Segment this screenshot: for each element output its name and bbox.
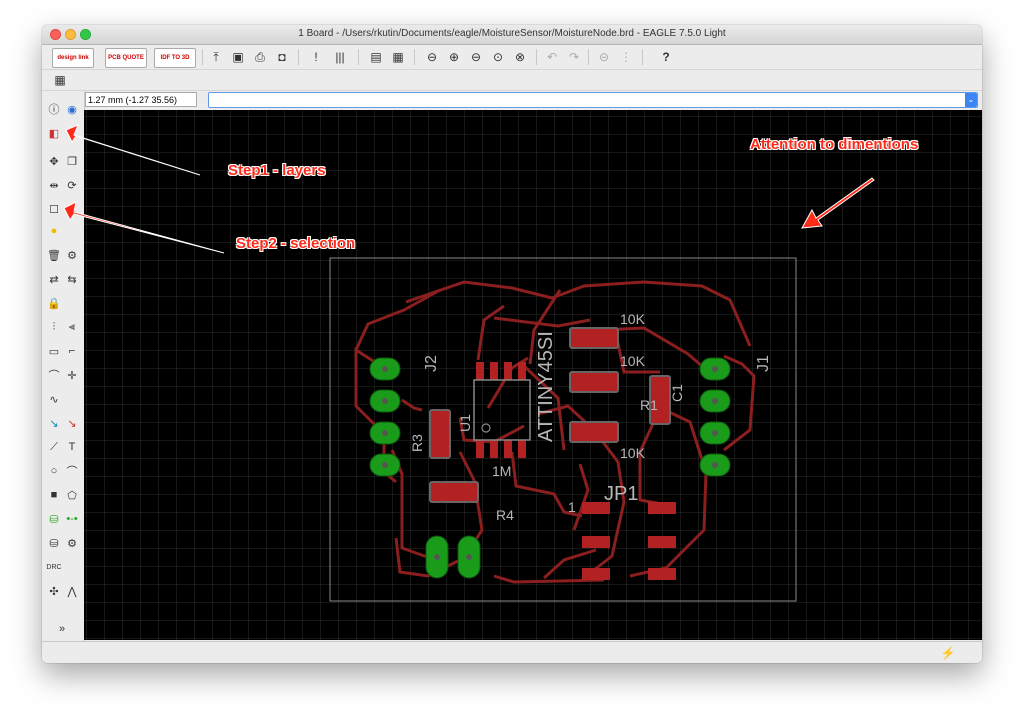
lock2-icon[interactable]: 🔒 [47, 297, 61, 310]
label-jp1: JP1 [604, 483, 638, 505]
zoom-out-icon[interactable]: ⊖ [470, 50, 482, 64]
show-icon[interactable]: ◉ [67, 103, 77, 116]
attribute-icon[interactable]: ⚙ [67, 537, 77, 550]
miter-icon[interactable]: ⌐ [68, 345, 76, 357]
replace-icon[interactable]: ⇄ [49, 273, 59, 286]
label-c1: C1 [669, 384, 685, 402]
silkscreen-labels: 10K 10K R1 10K 1M R4 JP1 1 J2 J1 C1 ATTI… [409, 311, 772, 523]
through-hole-pads [369, 357, 731, 579]
annotation-step2: Step2 - selection [236, 235, 356, 252]
circle-icon[interactable]: ○ [50, 465, 58, 477]
grid-toolbar: ▦ [42, 70, 982, 91]
wire-icon[interactable]: ⟋ [50, 440, 58, 453]
undo-icon[interactable]: ↶ [546, 50, 558, 64]
ulp-icon[interactable]: ||| [335, 50, 345, 64]
minimize-button[interactable] [65, 29, 76, 40]
command-input[interactable]: ⌄ [208, 92, 978, 108]
help-icon[interactable]: ? [662, 50, 670, 64]
route-icon[interactable]: ↘ [49, 417, 59, 430]
eagle-window: 1 Board - /Users/rkutin/Documents/eagle/… [42, 25, 982, 663]
label-r2b: 10K [620, 353, 646, 369]
board-drawing: 10K 10K R1 10K 1M R4 JP1 1 J2 J1 C1 ATTI… [84, 110, 982, 640]
expand-icon[interactable]: » [58, 623, 66, 635]
zoom-area-icon[interactable]: ⊗ [514, 50, 526, 64]
ripup-icon[interactable]: ↘ [67, 417, 77, 430]
label-j1: J1 [755, 355, 772, 372]
label-ic: ATTINY45SI [535, 331, 557, 442]
drc-icon[interactable]: DRC [46, 563, 62, 571]
move-icon[interactable]: ✥ [49, 155, 59, 168]
save-icon[interactable]: ▣ [232, 50, 244, 64]
hole-icon[interactable]: ⛁ [49, 537, 59, 550]
open-icon[interactable]: ⤒ [213, 49, 219, 64]
smd-pads [429, 327, 676, 580]
annotation-step1: Step1 - layers [228, 162, 326, 179]
close-button[interactable] [50, 29, 61, 40]
grid-icon[interactable]: ▦ [54, 73, 66, 87]
label-r4: R4 [496, 507, 514, 523]
smash-icon[interactable]: ⫶ [52, 320, 56, 333]
idf-to-3d-button[interactable]: IDF TO 3D [154, 48, 196, 68]
command-toolbar: ⓘ ◉ ◧ ✥ ❐ ⇹ ⟳ ☐ ✎ ● 🗑 ⚙ ⇄ ⇆ 🔒 ⫶ ⫷ ▭ ⌐ ⌒ … [42, 91, 85, 641]
stop-icon[interactable]: ⊝ [598, 50, 610, 64]
group-icon[interactable]: ☐ [49, 203, 59, 216]
label-pin1: 1 [568, 499, 576, 515]
board-icon[interactable]: ▤ [370, 50, 382, 64]
optimize-icon[interactable]: ✛ [67, 369, 77, 382]
text-icon[interactable]: T [68, 441, 76, 453]
meander-icon[interactable]: ∿ [49, 393, 59, 406]
chevron-down-icon[interactable]: ⌄ [965, 93, 977, 107]
add-icon[interactable]: ⚙ [67, 249, 77, 262]
status-bar: ⚡ [42, 641, 982, 663]
value-icon[interactable]: ⫷ [68, 320, 76, 333]
print-icon[interactable]: ⎙ [255, 49, 265, 64]
ratsnest-icon[interactable]: ✣ [49, 585, 59, 598]
copy-icon[interactable]: ❐ [67, 155, 77, 168]
label-u1: U1 [457, 414, 473, 432]
split-icon[interactable]: ⌒ [48, 370, 60, 382]
info-icon[interactable]: ⓘ [48, 104, 60, 116]
title-bar: 1 Board - /Users/rkutin/Documents/eagle/… [42, 25, 982, 45]
label-r3: R3 [409, 434, 425, 452]
mirror-icon[interactable]: ⇹ [49, 179, 59, 192]
via-icon[interactable]: ⛁ [49, 513, 59, 526]
autorouter-icon[interactable]: ⋀ [67, 585, 77, 598]
pcb-canvas[interactable]: 10K 10K R1 10K 1M R4 JP1 1 J2 J1 C1 ATTI… [84, 110, 982, 640]
schematic-icon[interactable]: ▦ [392, 50, 404, 64]
power-icon: ⚡ [940, 646, 956, 660]
coordinate-display: 1.27 mm (-1.27 35.56) [85, 92, 197, 107]
script-icon[interactable]: ! [314, 50, 318, 64]
zoom-redraw-icon[interactable]: ⊙ [492, 50, 504, 64]
zoom-fit-icon[interactable]: ⊖ [426, 50, 438, 64]
zoom-in-icon[interactable]: ⊕ [448, 50, 460, 64]
go-icon[interactable]: ⋮ [620, 50, 632, 64]
name-icon[interactable]: ▭ [48, 345, 60, 358]
paste-icon[interactable]: ● [50, 225, 58, 237]
label-r1b: 10K [620, 445, 646, 461]
lock-icon[interactable]: ⇆ [67, 273, 77, 286]
layers-icon[interactable]: ◧ [48, 127, 60, 140]
annotation-dims: Attention to dimentions [750, 136, 919, 153]
label-r4v: 1M [492, 463, 511, 479]
design-link-button[interactable]: design link [52, 48, 94, 68]
signal-icon[interactable]: •-• [66, 513, 78, 525]
window-title: 1 Board - /Users/rkutin/Documents/eagle/… [298, 28, 726, 39]
board-outline [329, 257, 797, 602]
change-icon[interactable]: ✎ [67, 203, 77, 216]
rotate-icon[interactable]: ⟳ [67, 179, 77, 192]
zoom-button[interactable] [80, 29, 91, 40]
redo-icon[interactable]: ↷ [568, 50, 580, 64]
label-j2: J2 [423, 355, 440, 372]
rect-icon[interactable]: ■ [50, 489, 58, 501]
delete-icon[interactable]: 🗑 [47, 249, 61, 262]
cam-icon[interactable]: ◘ [278, 50, 286, 64]
arc-icon[interactable]: ⌒ [66, 466, 78, 478]
polygon-icon[interactable]: ⬠ [67, 489, 77, 502]
main-toolbar: design link PCB QUOTE IDF TO 3D ⤒ ▣ ⎙ ◘ … [42, 45, 982, 70]
pcb-quote-button[interactable]: PCB QUOTE [105, 48, 147, 68]
label-r2: 10K [620, 311, 646, 327]
label-r1: R1 [640, 397, 658, 413]
